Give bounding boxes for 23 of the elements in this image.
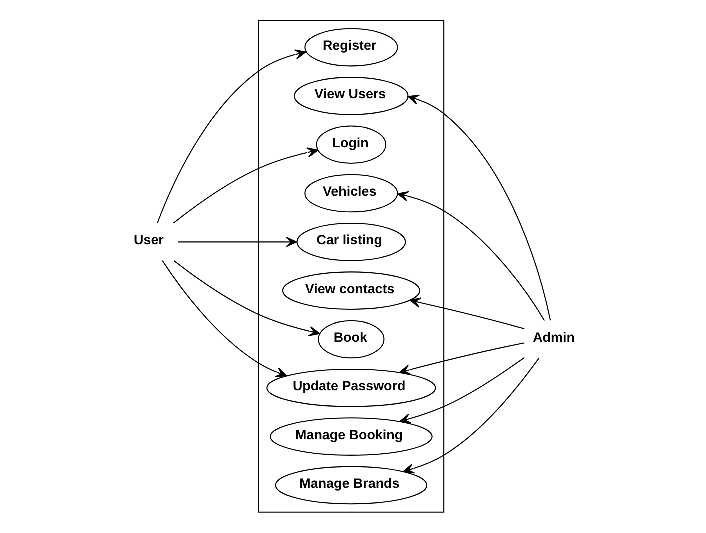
arrow xyxy=(398,342,524,376)
arrow xyxy=(178,237,297,248)
cluster xyxy=(258,20,444,513)
node-text: Admin xyxy=(532,330,574,345)
arrow xyxy=(162,260,287,378)
arrow xyxy=(402,358,540,474)
node-ellipse: Vehicles xyxy=(304,174,398,213)
node-ellipse: Login xyxy=(316,126,386,164)
arrow xyxy=(172,148,318,224)
node-ellipse: View contacts xyxy=(282,272,420,310)
arrow xyxy=(173,260,320,337)
node-text: User xyxy=(134,232,164,248)
node-ellipse: Manage Brands xyxy=(274,466,428,505)
node-ellipse: Book xyxy=(318,320,384,359)
node-ellipse: Register xyxy=(304,28,398,67)
arrow xyxy=(396,191,545,322)
arrow xyxy=(409,298,524,330)
arrow xyxy=(156,50,306,224)
node-ellipse: Manage Booking xyxy=(270,418,432,456)
arrow xyxy=(399,357,524,424)
node-ellipse: Car listing xyxy=(296,223,406,262)
arrow xyxy=(407,94,551,321)
node-ellipse: View Users xyxy=(294,77,408,116)
